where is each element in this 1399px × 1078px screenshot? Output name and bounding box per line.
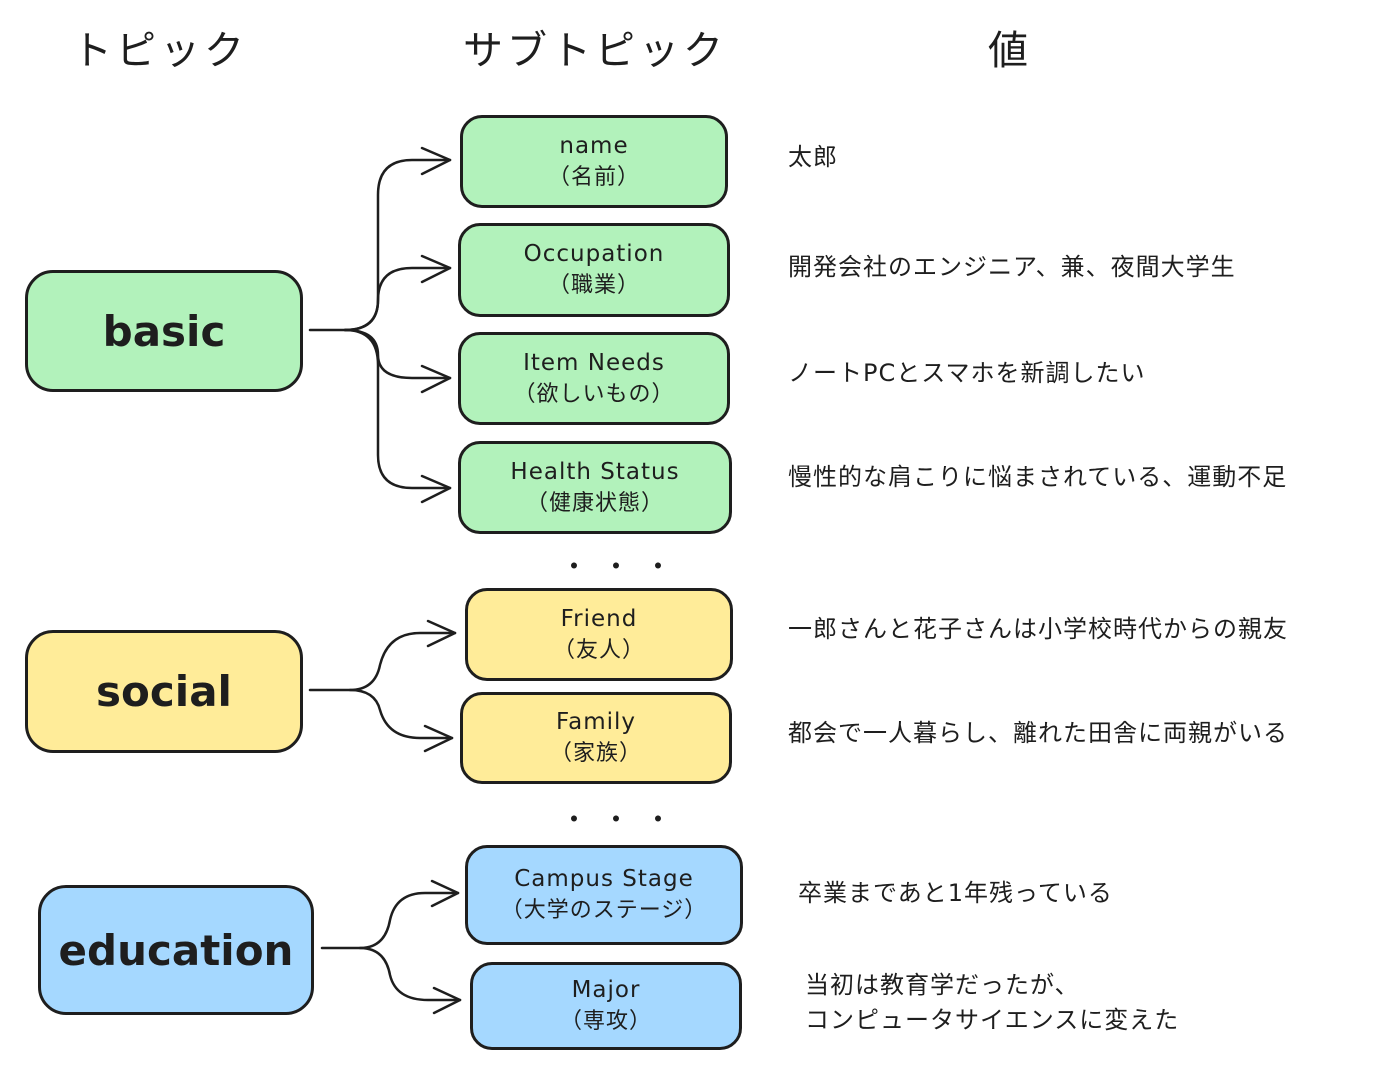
value-item-needs: ノートPCとスマホを新調したい: [788, 359, 1146, 387]
subtopic-japanese: （職業）: [547, 273, 640, 298]
value-family: 都会で一人暮らし、離れた田舎に両親がいる: [788, 719, 1288, 747]
topic-column-header: トピック: [72, 28, 248, 74]
subtopic-friend[interactable]: Friend （友人）: [465, 588, 733, 681]
subtopic-japanese: （欲しいもの）: [513, 381, 675, 407]
arrowhead-social-friend: [426, 619, 457, 648]
topic-basic[interactable]: basic: [25, 270, 303, 392]
arrowhead-basic-name: [420, 146, 452, 176]
value-friend: 一郎さんと花子さんは小学校時代からの親友: [788, 615, 1288, 643]
subtopic-campus-stage[interactable]: Campus Stage （大学のステージ）: [465, 845, 743, 945]
topic-education[interactable]: education: [38, 885, 314, 1015]
value-major-line2: コンピュータサイエンスに変えた: [805, 1006, 1180, 1034]
subtopic-family[interactable]: Family （家族）: [460, 692, 732, 784]
topic-social[interactable]: social: [25, 630, 303, 753]
subtopic-title: Health Status: [510, 458, 680, 485]
arrowhead-basic-health: [420, 474, 452, 504]
arrow-social-family: [348, 688, 454, 740]
subtopic-title: name: [559, 132, 629, 159]
ellipsis-social: ・・・: [560, 803, 687, 836]
subtopic-title: Major: [571, 977, 641, 1003]
arrow-basic-name: [308, 158, 452, 332]
subtopic-japanese: （名前）: [547, 164, 640, 190]
subtopic-japanese: （大学のステージ）: [500, 898, 708, 923]
subtopic-name[interactable]: name （名前）: [460, 115, 728, 208]
arrow-education-campus: [320, 891, 460, 950]
subtopic-title: Friend: [560, 605, 638, 632]
subtopic-item-needs[interactable]: Item Needs （欲しいもの）: [458, 332, 730, 425]
arrow-basic-health: [343, 328, 452, 490]
subtopic-column-header: サブトピック: [463, 28, 727, 74]
subtopic-title: Family: [555, 709, 636, 735]
arrowhead-social-family: [423, 724, 454, 753]
subtopic-occupation[interactable]: Occupation （職業）: [458, 223, 730, 317]
subtopic-major[interactable]: Major （専攻）: [470, 962, 742, 1050]
subtopic-title: Item Needs: [523, 349, 665, 376]
subtopic-title: Occupation: [523, 241, 665, 267]
subtopic-title: Campus Stage: [514, 866, 694, 892]
value-health-status: 慢性的な肩こりに悩まされている、運動不足: [788, 463, 1288, 491]
subtopic-health-status[interactable]: Health Status （健康状態）: [458, 441, 732, 534]
arrow-basic-occupation: [343, 266, 452, 332]
subtopic-japanese: （専攻）: [559, 1009, 652, 1034]
arrowhead-education-major: [432, 986, 462, 1015]
topic-label: social: [96, 667, 232, 716]
value-name: 太郎: [788, 143, 838, 171]
arrow-social-friend: [308, 631, 457, 692]
value-column-header: 値: [988, 28, 1032, 74]
arrow-education-major: [358, 946, 462, 1002]
value-major-line1: 当初は教育学だったが、: [805, 971, 1080, 999]
arrowhead-basic-item-needs: [420, 364, 452, 394]
value-occupation: 開発会社のエンジニア、兼、夜間大学生: [788, 253, 1236, 281]
ellipsis-basic: ・・・: [560, 550, 687, 583]
value-campus-stage: 卒業まであと1年残っている: [798, 879, 1113, 907]
subtopic-japanese: （家族）: [549, 741, 642, 766]
arrowhead-education-campus: [430, 879, 460, 908]
subtopic-japanese: （健康状態）: [525, 490, 664, 516]
topic-label: basic: [102, 306, 226, 356]
subtopic-japanese: （友人）: [552, 637, 645, 663]
topic-label: education: [58, 925, 294, 975]
arrowhead-basic-occupation: [420, 254, 452, 284]
